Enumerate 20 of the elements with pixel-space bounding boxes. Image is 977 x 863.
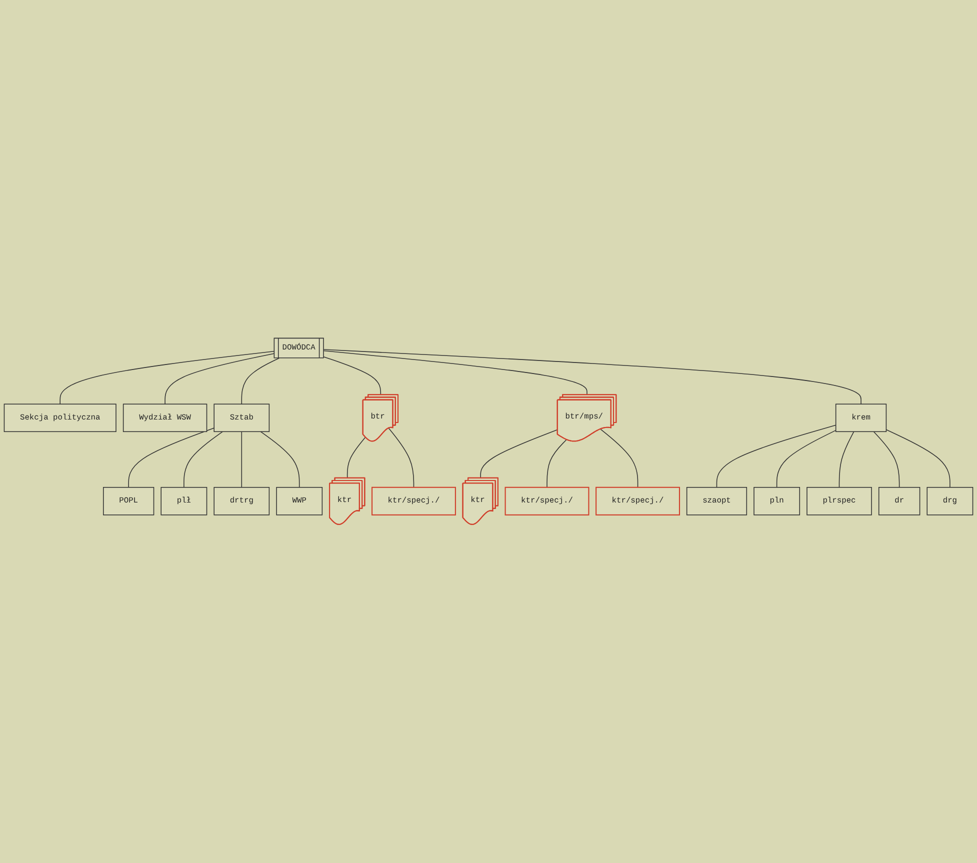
connector bbox=[546, 439, 567, 488]
connector bbox=[388, 428, 414, 488]
connector bbox=[241, 431, 242, 488]
connector bbox=[323, 356, 382, 396]
connector bbox=[886, 429, 950, 488]
connector bbox=[346, 436, 366, 479]
connector bbox=[128, 428, 214, 488]
connector bbox=[480, 429, 558, 479]
connector bbox=[60, 351, 275, 405]
connector bbox=[241, 358, 280, 405]
connector bbox=[838, 431, 854, 488]
connector bbox=[184, 431, 223, 488]
connector bbox=[260, 431, 300, 488]
connector bbox=[873, 431, 900, 488]
connector bbox=[323, 350, 588, 396]
connector bbox=[600, 428, 638, 488]
connector bbox=[716, 424, 836, 488]
connector bbox=[776, 430, 836, 488]
connector bbox=[164, 353, 275, 405]
connector bbox=[323, 349, 862, 405]
